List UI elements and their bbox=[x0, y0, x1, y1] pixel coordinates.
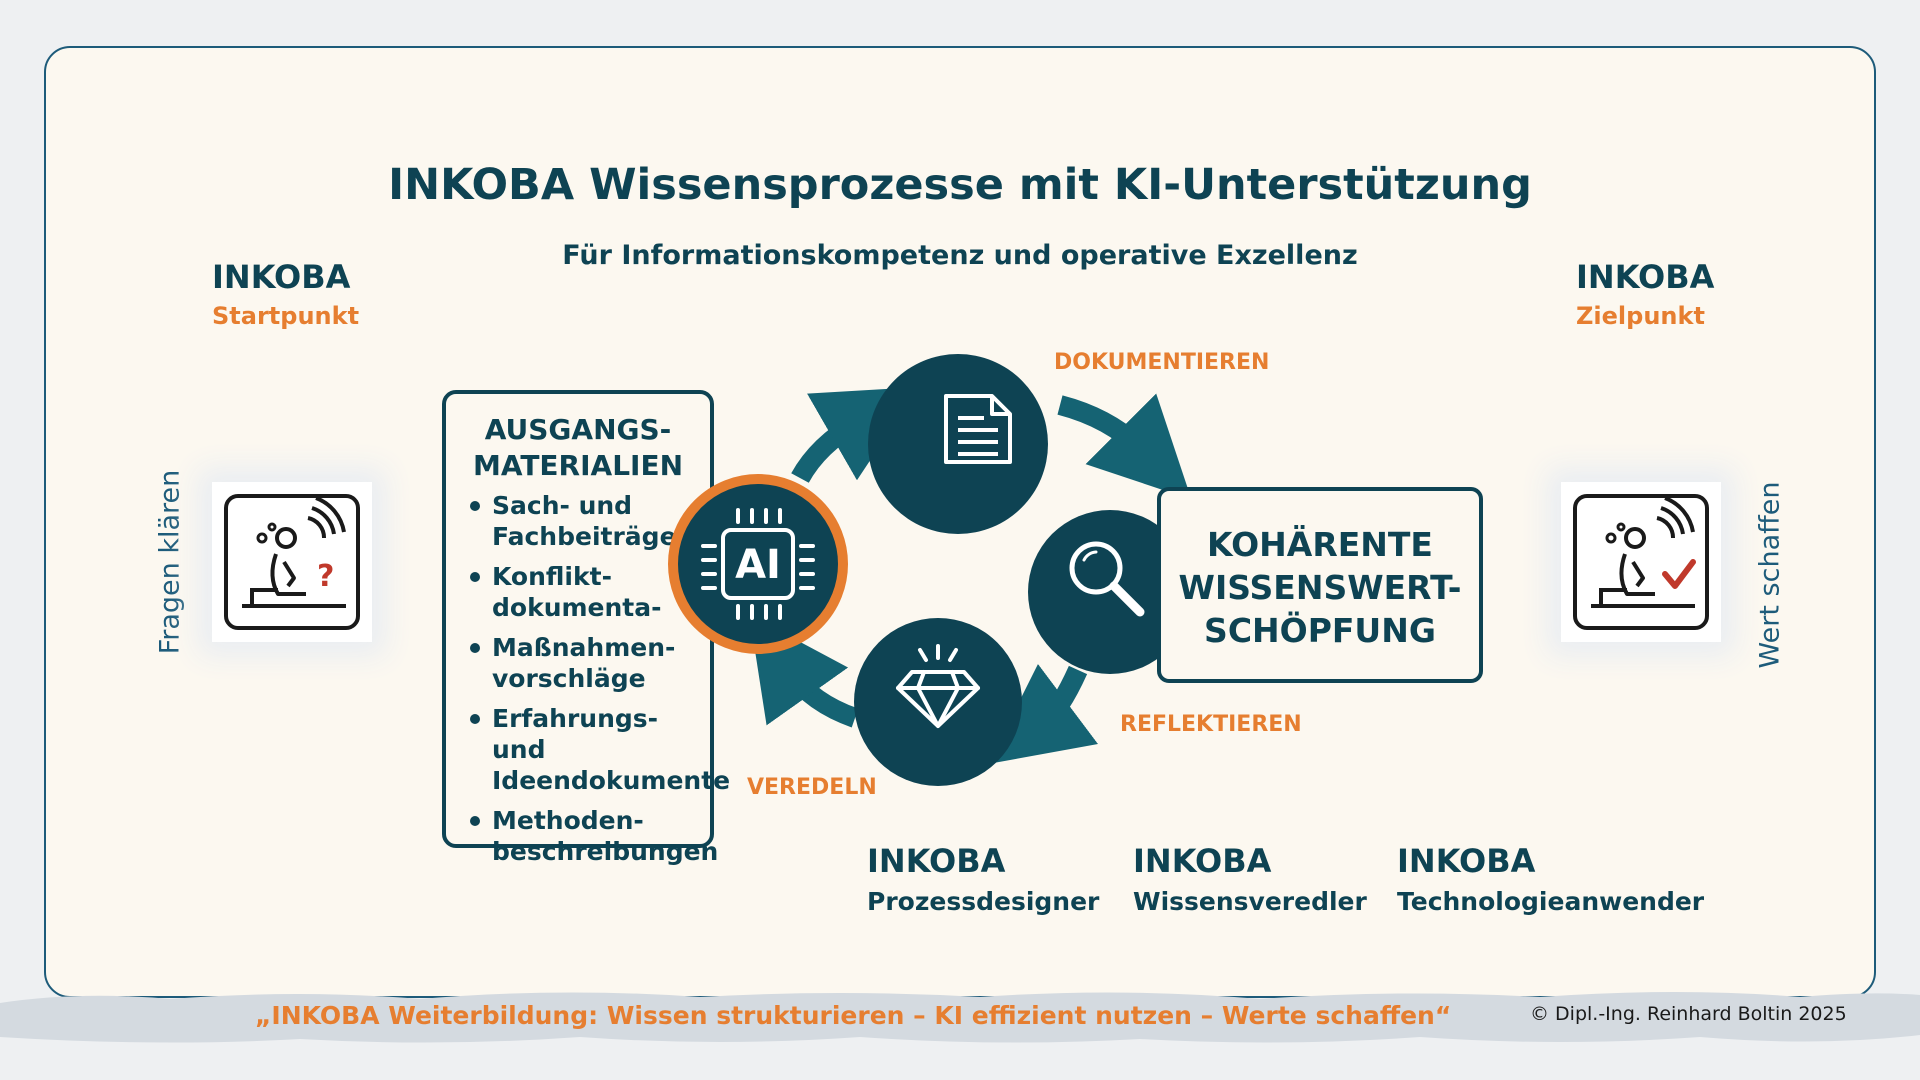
step-dokumentieren: DOKUMENTIEREN bbox=[1054, 350, 1270, 375]
step-veredeln: VEREDELN bbox=[747, 775, 877, 800]
thinking-person-check-icon bbox=[1573, 494, 1709, 630]
ai-label: AI bbox=[735, 542, 781, 588]
goal-label: Zielpunkt bbox=[1576, 302, 1705, 330]
goal-brand: INKOBA bbox=[1576, 258, 1715, 296]
list-item: Methoden-beschreibungen bbox=[470, 805, 718, 867]
list-item: Maßnahmen-vorschläge bbox=[470, 632, 710, 694]
result-text: KOHÄRENTE WISSENSWERT- SCHÖPFUNG bbox=[1178, 525, 1462, 650]
role-1-brand: INKOBA bbox=[867, 842, 1006, 880]
list-item: Konflikt-dokumenta- bbox=[470, 561, 710, 623]
role-2-label: Wissensveredler bbox=[1133, 887, 1367, 916]
goal-icon-tile bbox=[1561, 482, 1721, 642]
thinking-person-question-icon: ? bbox=[224, 494, 360, 630]
start-brand: INKOBA bbox=[212, 258, 351, 296]
materials-title: AUSGANGS- MATERIALIEN bbox=[472, 413, 684, 482]
step-reflektieren: REFLEKTIEREN bbox=[1120, 712, 1302, 737]
page-title: INKOBA Wissensprozesse mit KI-Unterstütz… bbox=[388, 160, 1532, 210]
role-2-brand: INKOBA bbox=[1133, 842, 1272, 880]
footer-quote: „INKOBA Weiterbildung: Wissen strukturie… bbox=[255, 1001, 1452, 1030]
role-3-brand: INKOBA bbox=[1397, 842, 1536, 880]
start-side-label: Fragen klären bbox=[154, 469, 186, 655]
svg-text:?: ? bbox=[317, 559, 334, 594]
role-3-label: Technologieanwender bbox=[1397, 887, 1705, 916]
result-box: KOHÄRENTE WISSENSWERT- SCHÖPFUNG bbox=[1157, 487, 1483, 683]
role-1-label: Prozessdesigner bbox=[867, 887, 1100, 916]
footer-copyright: © Dipl.-Ing. Reinhard Boltin 2025 bbox=[1530, 1003, 1847, 1025]
goal-side-label: Wert schaffen bbox=[1754, 481, 1786, 669]
start-icon-tile: ? bbox=[212, 482, 372, 642]
start-label: Startpunkt bbox=[212, 302, 360, 330]
page-subtitle: Für Informationskompetenz und operative … bbox=[562, 240, 1358, 271]
footer-band bbox=[0, 992, 1920, 1043]
